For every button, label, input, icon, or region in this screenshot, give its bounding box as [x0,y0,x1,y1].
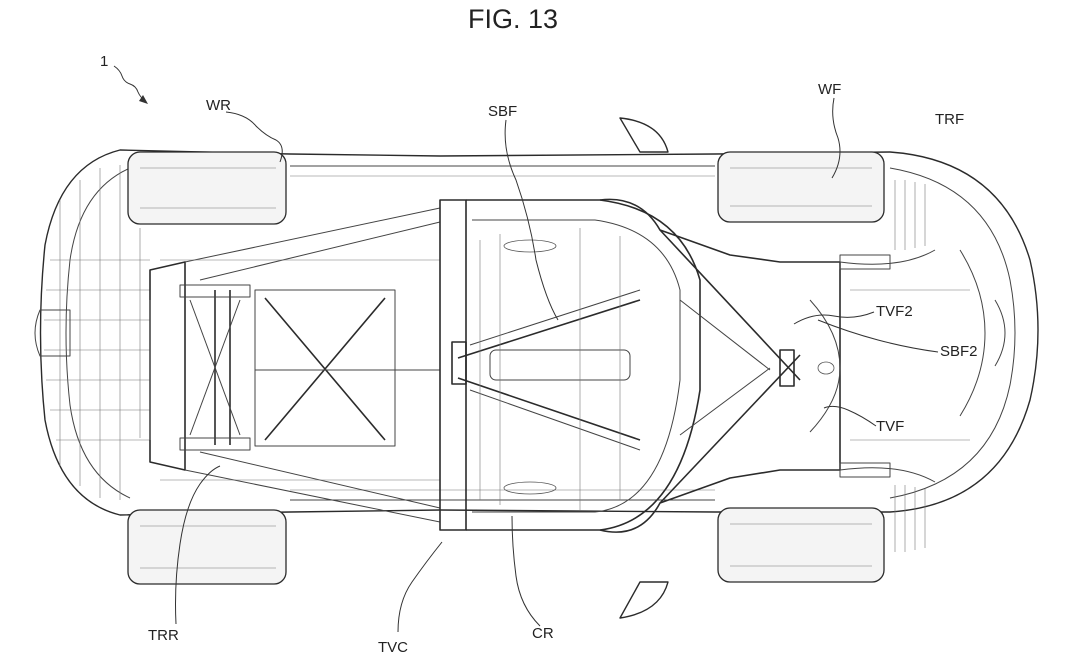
wheels [127,151,885,585]
reference-arrow-head [139,95,148,104]
front-frame [599,180,970,552]
wheel-rear-bottom [127,509,287,585]
label-tvc: TVC [378,639,408,656]
label-tvf: TVF [876,418,904,435]
wheel-rear-top [127,151,287,225]
leader-trr [175,465,221,625]
label-sbf: SBF [488,103,517,120]
label-trf: TRF [935,111,964,128]
leader-tvf2 [793,311,875,325]
label-wr: WR [206,97,231,114]
rear-frame [149,207,441,523]
leader-sbf2 [817,319,939,353]
leader-tvf [823,405,877,427]
leader-wr [225,111,283,163]
reference-arrow-line [113,65,147,103]
label-trr: TRR [148,627,179,644]
label-sbf2: SBF2 [940,343,978,360]
mirror-bottom [619,581,669,619]
leader-lines [175,97,939,633]
figure-title: FIG. 13 [468,4,558,34]
label-tvf2: TVF2 [876,303,913,320]
mirror-top [619,117,669,153]
car-body [34,149,1039,516]
label-cr: CR [532,625,554,642]
wheel-front-top [717,151,885,223]
leader-cr [511,515,541,627]
reference-numeral: 1 [100,53,108,70]
central-tub [439,199,701,531]
wheel-front-bottom [717,507,885,583]
leader-wf [831,97,841,179]
leader-sbf [504,119,559,321]
label-wf: WF [818,81,841,98]
leader-tvc [397,541,443,633]
